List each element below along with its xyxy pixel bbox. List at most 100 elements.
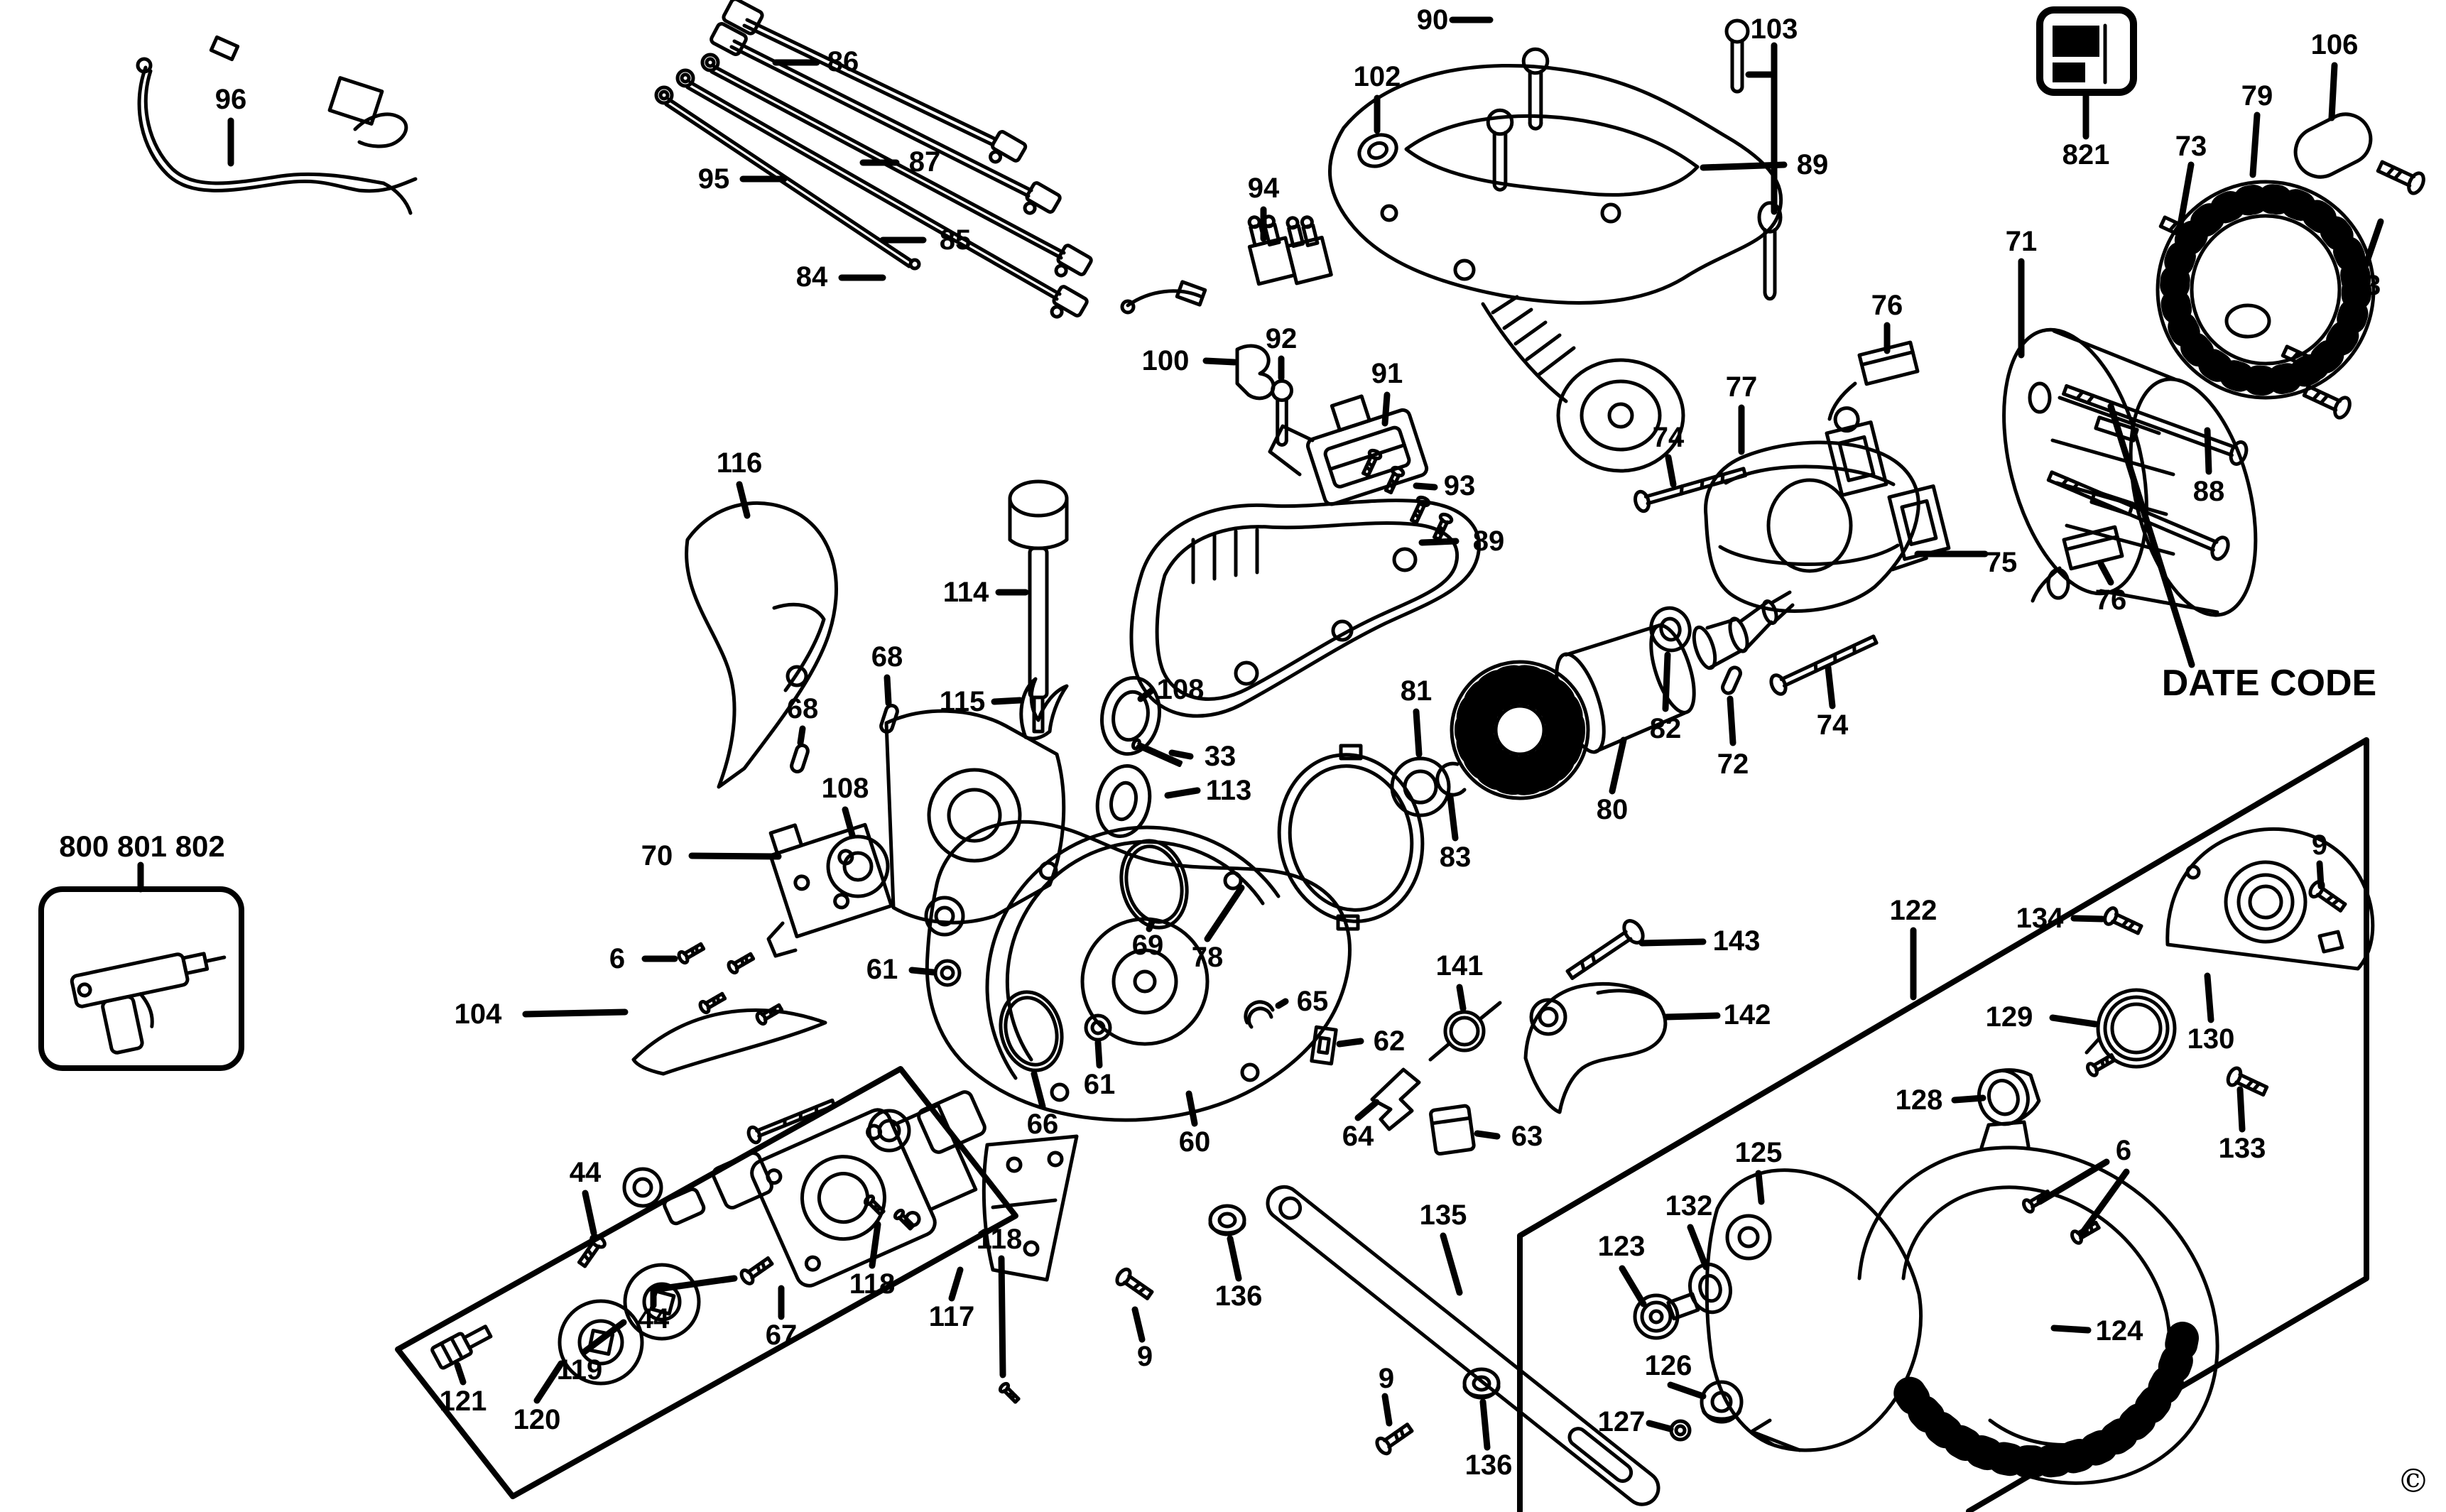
lever-142 bbox=[1526, 984, 1717, 1112]
top-cover-89 bbox=[1330, 65, 1784, 471]
stator-77 bbox=[1706, 408, 1919, 611]
torsion-spring-141 bbox=[1430, 987, 1500, 1060]
lower-guard-124 bbox=[1859, 1122, 2217, 1483]
part-number-label-114: 114 bbox=[942, 577, 989, 608]
part-number-label-92: 92 bbox=[1265, 323, 1298, 354]
copyright-mark: © bbox=[2397, 1462, 2430, 1500]
lead-wires bbox=[656, 0, 1092, 327]
part-number-label-75: 75 bbox=[1985, 547, 2018, 578]
part-number-label-66: 66 bbox=[1026, 1109, 1059, 1140]
part-number-label-67: 67 bbox=[765, 1320, 798, 1351]
part-number-label-61: 61 bbox=[1083, 1069, 1116, 1100]
washer-127 bbox=[1649, 1421, 1690, 1440]
carbon-brush-76b bbox=[2033, 527, 2122, 601]
part-number-label-65: 65 bbox=[1296, 986, 1329, 1017]
part-number-label-108: 108 bbox=[1156, 674, 1205, 705]
nut-126 bbox=[1670, 1382, 1741, 1422]
part-number-label-128: 128 bbox=[1895, 1084, 1943, 1116]
guard-116 bbox=[687, 484, 837, 787]
part-number-label-96: 96 bbox=[214, 84, 247, 115]
part-number-label-132: 132 bbox=[1665, 1190, 1713, 1222]
wire-harness-96 bbox=[138, 37, 415, 213]
bracket-117 bbox=[952, 1136, 1077, 1298]
variant-codes-note: 800 801 802 bbox=[59, 830, 225, 863]
part-number-label-80: 80 bbox=[1596, 794, 1629, 825]
part-number-label-71: 71 bbox=[2005, 226, 2038, 257]
part-number-label-73: 73 bbox=[2349, 270, 2381, 301]
part-number-label-77: 77 bbox=[1725, 371, 1758, 403]
part-number-label-118: 118 bbox=[976, 1224, 1023, 1255]
part-number-label-104: 104 bbox=[454, 999, 502, 1030]
part-number-label-115: 115 bbox=[939, 686, 986, 717]
handle-housing-89b bbox=[1131, 501, 1479, 717]
part-number-label-84: 84 bbox=[795, 261, 828, 293]
part-number-label-64: 64 bbox=[1342, 1121, 1374, 1152]
part-number-label-72: 72 bbox=[1717, 749, 1749, 780]
part-number-label-6: 6 bbox=[2115, 1135, 2132, 1166]
part-number-label-133: 133 bbox=[2218, 1133, 2266, 1164]
part-number-label-86: 86 bbox=[827, 46, 859, 77]
part-number-label-120: 120 bbox=[513, 1404, 561, 1435]
part-number-label-113: 113 bbox=[1205, 775, 1252, 806]
part-number-label-136: 136 bbox=[1464, 1450, 1513, 1481]
part-number-label-106: 106 bbox=[2310, 29, 2359, 60]
washer-108b bbox=[828, 810, 888, 896]
brake-board-70 bbox=[692, 805, 891, 956]
part-number-label-83: 83 bbox=[1439, 842, 1472, 873]
part-number-label-61: 61 bbox=[866, 954, 898, 985]
snap-ring-83 bbox=[1437, 763, 1464, 838]
brush-holders-75 bbox=[1822, 403, 1985, 570]
baffle-ring-78 bbox=[1207, 741, 1437, 939]
part-number-label-100: 100 bbox=[1141, 345, 1190, 376]
spring-65 bbox=[1246, 1001, 1285, 1027]
part-number-label-122: 122 bbox=[1889, 895, 1937, 926]
part-number-label-123: 123 bbox=[1597, 1231, 1646, 1262]
bushing-113 bbox=[1091, 761, 1156, 842]
part-number-label-136: 136 bbox=[1214, 1280, 1263, 1312]
part-number-label-89: 89 bbox=[1472, 526, 1505, 557]
part-number-label-44: 44 bbox=[637, 1303, 670, 1334]
top-screws bbox=[1452, 20, 1781, 299]
capsule-106 bbox=[2287, 65, 2379, 185]
clip-64 bbox=[1358, 1070, 1419, 1129]
part-number-label-87: 87 bbox=[908, 146, 941, 178]
washer-120 bbox=[537, 1301, 642, 1400]
washer-132 bbox=[1685, 1260, 1736, 1317]
part-number-label-90: 90 bbox=[1416, 4, 1449, 36]
spring-129 bbox=[2053, 990, 2175, 1067]
part-number-label-142: 142 bbox=[1723, 999, 1771, 1030]
part-number-label-125: 125 bbox=[1734, 1137, 1783, 1168]
date-code-note: DATE CODE bbox=[2161, 663, 2377, 704]
part-number-label-82: 82 bbox=[1649, 713, 1682, 744]
part-number-label-9: 9 bbox=[1136, 1341, 1153, 1372]
armature-80 bbox=[1452, 592, 1793, 798]
part-number-label-103: 103 bbox=[1750, 13, 1798, 45]
bolt-143 bbox=[1563, 918, 1647, 985]
part-number-label-102: 102 bbox=[1353, 61, 1401, 92]
part-number-label-70: 70 bbox=[641, 840, 673, 871]
part-number-label-127: 127 bbox=[1597, 1406, 1646, 1437]
part-number-label-129: 129 bbox=[1985, 1001, 2033, 1033]
part-number-label-141: 141 bbox=[1435, 950, 1484, 981]
ring-108a bbox=[1096, 673, 1165, 758]
part-number-label-62: 62 bbox=[1373, 1026, 1406, 1057]
inner-cover-125 bbox=[1707, 1170, 1920, 1450]
key-62 bbox=[1312, 1027, 1336, 1063]
part-number-label-44: 44 bbox=[569, 1157, 602, 1188]
part-number-label-63: 63 bbox=[1511, 1121, 1543, 1152]
gear-case-67 bbox=[748, 1086, 984, 1317]
wire-clip-115 bbox=[994, 679, 1067, 739]
part-number-label-33: 33 bbox=[1204, 741, 1236, 772]
part-number-label-76: 76 bbox=[1871, 290, 1903, 321]
part-number-label-60: 60 bbox=[1178, 1126, 1211, 1158]
part-number-label-94: 94 bbox=[1247, 173, 1280, 204]
terminal-block-94 bbox=[1243, 202, 1331, 293]
part-number-label-821: 821 bbox=[2062, 139, 2110, 170]
depth-rod-114 bbox=[999, 482, 1067, 731]
part-number-label-134: 134 bbox=[2016, 903, 2064, 934]
part-number-label-78: 78 bbox=[1191, 942, 1224, 973]
part-number-label-68: 68 bbox=[786, 693, 819, 724]
part-number-label-85: 85 bbox=[939, 224, 972, 256]
